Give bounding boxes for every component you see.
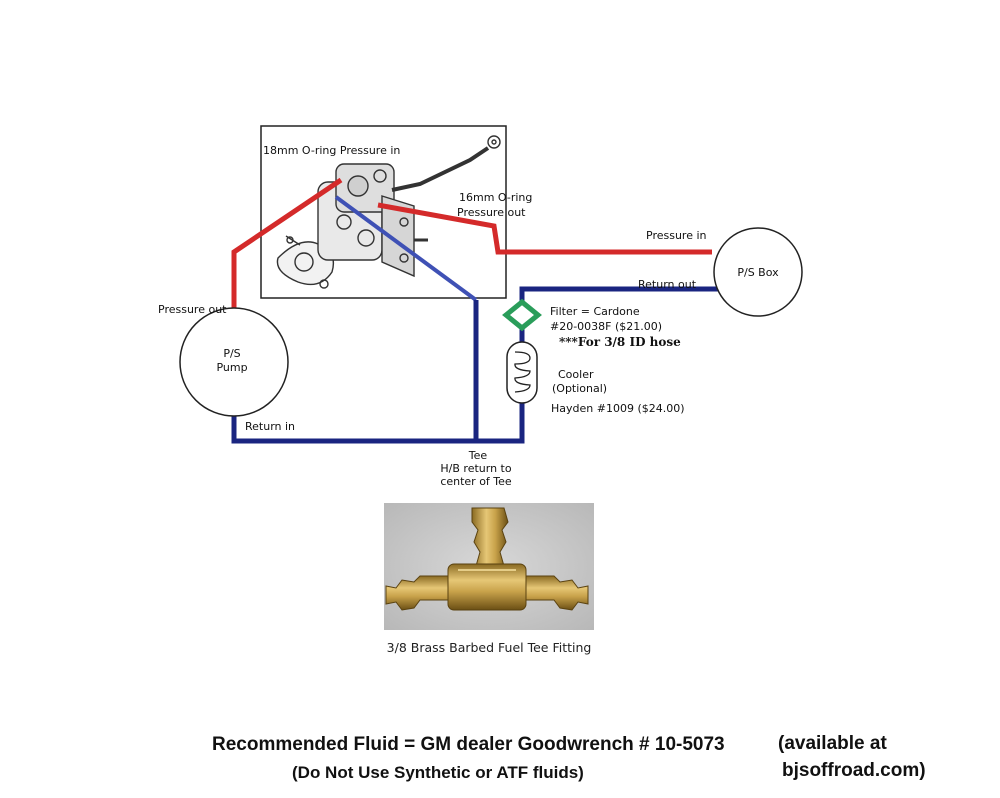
brass-tee-fitting [385,507,589,611]
label-18mm-oring: 18mm O-ring Pressure in [263,144,400,157]
label-16mm-oring: 16mm O-ring [459,191,532,204]
steering-box-photo [260,125,507,299]
website-text: bjsoffroad.com) [782,760,926,781]
label-filter-part: #20-0038F ($21.00) [550,320,662,333]
cooler-icon [506,341,538,404]
label-cooler-optional: (Optional) [552,382,607,395]
label-16mm-pressure-out: Pressure out [457,206,526,219]
fluid-warning-text: (Do Not Use Synthetic or ATF fluids) [292,763,584,782]
brass-tee-photo [384,503,594,630]
pressure-line-pump-to-box [231,177,343,314]
label-pump: Pump [216,361,247,374]
return-line-cooler-to-tee [476,402,525,444]
label-tee-center: center of Tee [440,475,512,488]
fitting-caption: 3/8 Brass Barbed Fuel Tee Fitting [387,640,592,655]
label-pressure-in: Pressure in [646,229,707,242]
pressure-line-box-to-ps-box [377,202,712,255]
label-tee: Tee [468,449,488,462]
label-cooler-part: Hayden #1009 ($24.00) [551,402,685,415]
label-pressure-out: Pressure out [158,303,227,316]
ps-box-circle [713,227,803,317]
label-return-in: Return in [245,420,295,433]
label-ps: P/S [223,347,240,360]
return-line-tee-loop [231,300,479,444]
recommended-fluid-text: Recommended Fluid = GM dealer Goodwrench… [212,734,725,755]
steering-box-illustration [276,135,501,289]
return-line-ps-box [519,286,718,304]
label-cooler: Cooler [558,368,594,381]
label-tee-hb: H/B return to [440,462,511,475]
label-ps-box: P/S Box [737,266,779,279]
filter-icon [502,298,542,332]
label-filter-note: ***For 3/8 ID hose [559,335,681,349]
pressure-lines [231,177,712,314]
ps-pump-circle [179,307,289,417]
availability-text: (available at [778,733,887,754]
return-line-diagonal [334,195,478,302]
label-return-out: Return out [638,278,697,291]
label-filter: Filter = Cardone [550,305,640,318]
